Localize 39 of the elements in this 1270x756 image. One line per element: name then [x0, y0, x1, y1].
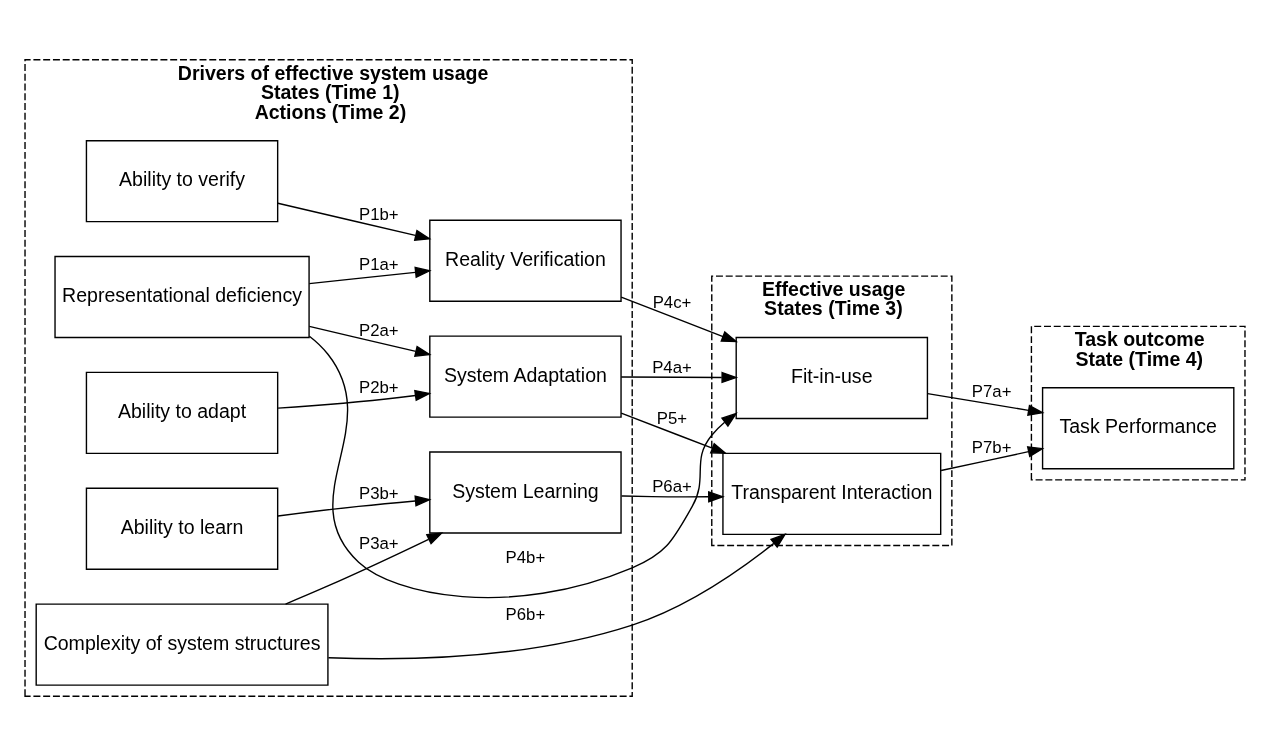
edge-label: P5+ [656, 408, 688, 428]
edge-label: P2b+ [359, 377, 399, 397]
node-box: System Learning [429, 451, 622, 534]
node-box: Task Performance [1041, 387, 1235, 470]
arrow [277, 202, 432, 242]
node-box: Representational deficiency [54, 255, 310, 339]
node-box: Complexity of system structures [35, 603, 329, 686]
edge-label: P2a+ [359, 320, 399, 340]
edge-label: P7a+ [971, 381, 1012, 401]
node-box: Fit-in-use [735, 336, 929, 420]
arrow [620, 490, 725, 503]
edge-label: P1a+ [359, 254, 399, 274]
node-box: Reality Verification [429, 219, 622, 302]
edge-label: P4b+ [505, 548, 546, 568]
node-box: Ability to learn [85, 487, 279, 570]
arrow [308, 266, 432, 285]
edge-label: P1b+ [359, 204, 399, 224]
edge-label: P6a+ [652, 476, 692, 496]
arrow [277, 389, 432, 409]
edge-label: P6b+ [505, 605, 546, 625]
edge-label: P7b+ [971, 437, 1012, 457]
node-box: Ability to adapt [85, 371, 279, 455]
arrow [926, 392, 1045, 417]
arrow [620, 371, 739, 384]
edge-label: P3b+ [359, 483, 399, 503]
edge-label: P4a+ [652, 358, 692, 378]
edge-label: P4c+ [652, 292, 692, 312]
node-box: System Adaptation [429, 335, 622, 418]
arrow [308, 335, 738, 599]
arrow [620, 412, 728, 455]
arrow [620, 296, 739, 343]
arrow [327, 533, 787, 660]
node-box: Ability to verify [85, 140, 279, 223]
arrow [308, 325, 432, 357]
edge-label: P3a+ [359, 534, 399, 554]
node-box: Transparent Interaction [722, 452, 942, 536]
arrow [284, 532, 444, 605]
arrow [277, 495, 432, 517]
arrow [940, 446, 1045, 472]
